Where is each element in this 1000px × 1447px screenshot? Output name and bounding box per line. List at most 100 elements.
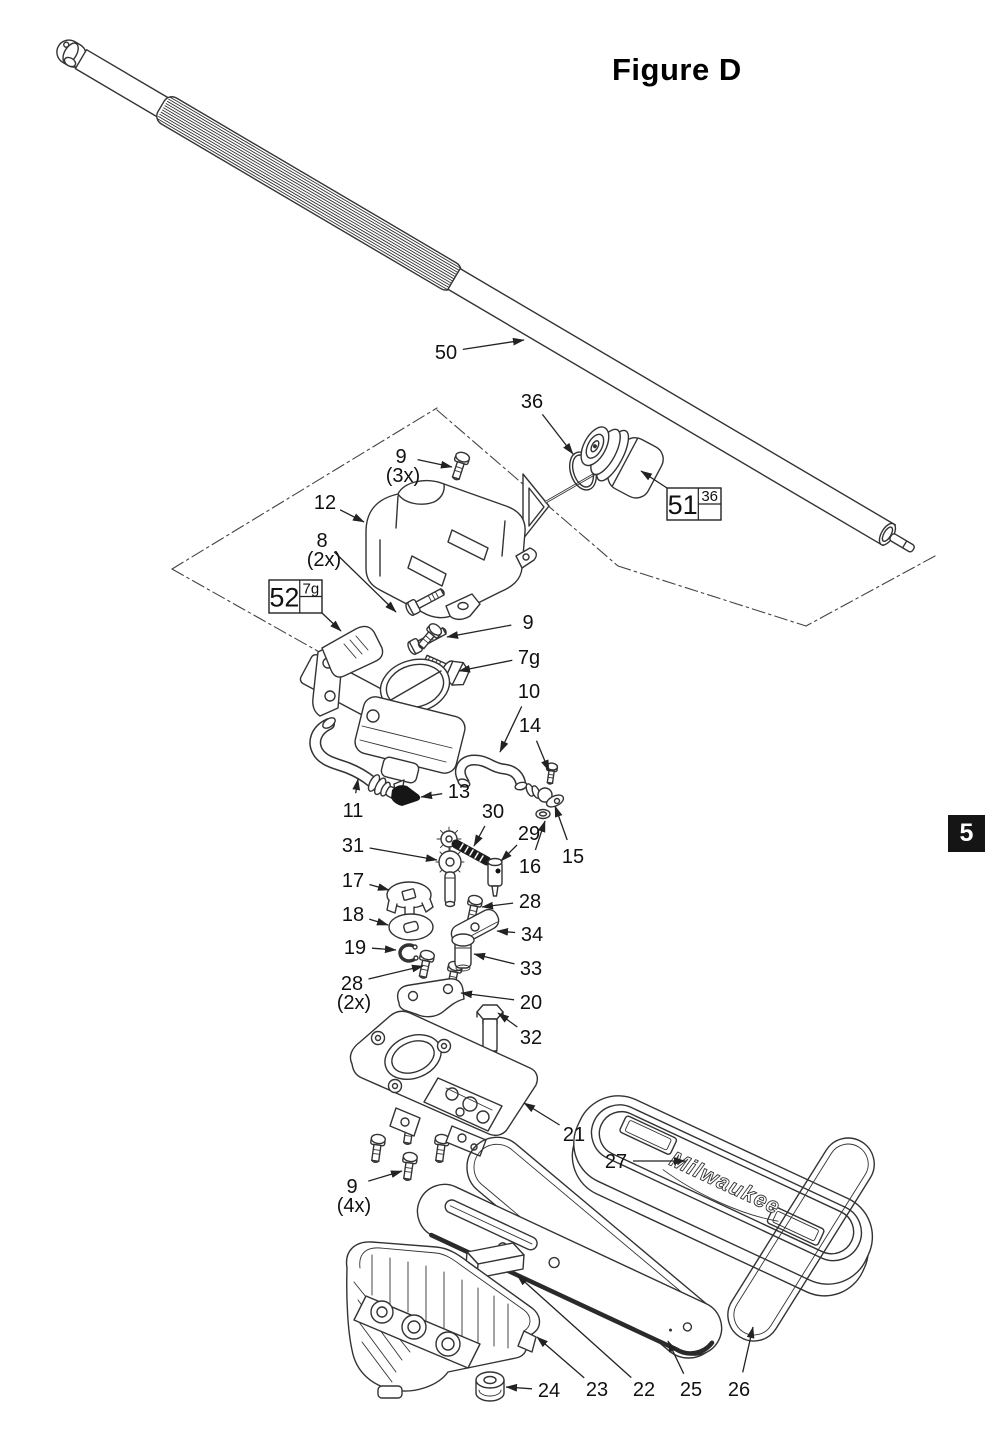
part-number-label: 8 xyxy=(316,530,327,552)
part-number-label: 25 xyxy=(680,1379,702,1401)
assembly-ref-label: 36 xyxy=(701,488,718,505)
callout-26-32: 26 xyxy=(728,1326,755,1401)
part-number-label: 34 xyxy=(521,924,543,946)
page-number-tab: 5 xyxy=(948,815,985,852)
assembly-ref-label: 7g xyxy=(303,581,320,598)
leader-line xyxy=(667,1340,685,1374)
callout-25-31: 25 xyxy=(667,1340,702,1401)
oiler-body xyxy=(452,934,474,971)
part-number-label: 26 xyxy=(728,1379,750,1401)
part-number-label: 31 xyxy=(342,835,364,857)
part-number-label: 28 xyxy=(341,973,363,995)
leader-line xyxy=(523,1102,560,1126)
part-number-label: 17 xyxy=(342,870,364,892)
part-number-label: 21 xyxy=(563,1124,585,1146)
saw-chain-outer xyxy=(718,1128,884,1351)
coupler xyxy=(572,416,668,503)
part-number-label: 22 xyxy=(633,1379,655,1401)
callout-32-24: 32 xyxy=(497,1012,542,1049)
guide-bar xyxy=(408,1176,730,1365)
part-qty-label: (3x) xyxy=(386,465,420,487)
part-number-label: 9 xyxy=(522,612,533,634)
mounting-plate xyxy=(350,1011,537,1156)
callout-24-28: 24 xyxy=(505,1380,560,1402)
bushing xyxy=(476,1372,504,1401)
part-number-label: 12 xyxy=(314,492,336,514)
callout-9-2: 9(3x) xyxy=(386,446,453,487)
leader-line xyxy=(458,659,513,673)
callout-19-20: 19 xyxy=(344,937,397,959)
leader-line xyxy=(500,844,518,862)
callout-17-16: 17 xyxy=(342,870,390,892)
callout-7g-6: 7g xyxy=(458,647,540,673)
part-number-label: 36 xyxy=(521,391,543,413)
pump-piston xyxy=(488,859,502,897)
leader-line xyxy=(481,901,514,910)
callout-36-1: 36 xyxy=(521,391,574,455)
leader-line xyxy=(534,820,546,851)
leader-line xyxy=(473,825,486,847)
callout-11-9: 11 xyxy=(343,778,364,822)
part-number-label: 16 xyxy=(519,856,541,878)
cup-washer xyxy=(387,882,433,918)
leader-line xyxy=(333,551,397,613)
leader-line xyxy=(505,1383,533,1392)
part-number-label: 9 xyxy=(395,446,406,468)
callout-14-8: 14 xyxy=(519,715,550,772)
callout-30-11: 30 xyxy=(473,801,504,847)
assembly-number-label: 51 xyxy=(668,490,698,520)
leader-line xyxy=(536,1336,585,1379)
callout-10-7: 10 xyxy=(499,681,540,753)
assembly-number-label: 52 xyxy=(269,583,299,613)
callout-8-4: 8(2x) xyxy=(307,530,397,613)
drive-pin xyxy=(889,533,915,553)
part-number-label: 7g xyxy=(518,647,540,669)
leader-line xyxy=(460,990,515,1001)
part-qty-label: (2x) xyxy=(337,992,371,1014)
callout-34-19: 34 xyxy=(496,924,543,946)
part-number-label: 20 xyxy=(520,992,542,1014)
callout-20-23: 20 xyxy=(460,990,542,1014)
leader-line xyxy=(541,414,574,455)
leader-line xyxy=(369,847,438,862)
part-number-label: 15 xyxy=(562,846,584,868)
leader-line xyxy=(497,1012,518,1028)
part-number-label: 27 xyxy=(605,1151,627,1173)
leader-line xyxy=(369,917,389,926)
leader-line xyxy=(417,458,453,469)
leader-line xyxy=(352,778,361,794)
part-number-label: 29 xyxy=(518,823,540,845)
callout-33-21: 33 xyxy=(473,952,542,980)
part-number-label: 32 xyxy=(520,1027,542,1049)
part-number-label: 9 xyxy=(346,1176,357,1198)
worm-gear xyxy=(436,848,464,907)
callout-31-13: 31 xyxy=(342,835,438,862)
part-number-label: 50 xyxy=(435,342,457,364)
callout-27-26: 27 xyxy=(605,1151,686,1173)
callout-21-25: 21 xyxy=(523,1102,585,1146)
part-number-label: 11 xyxy=(343,800,364,822)
flat-washer xyxy=(389,914,433,940)
part-number-label: 30 xyxy=(482,801,504,823)
leader-line xyxy=(371,945,397,954)
seal-washer xyxy=(536,810,550,819)
leader-line xyxy=(742,1326,755,1373)
callout-18-18: 18 xyxy=(342,904,389,926)
part-qty-label: (2x) xyxy=(307,549,341,571)
leader-line xyxy=(339,509,365,523)
guard-plate xyxy=(398,979,464,1017)
callout-15-15: 15 xyxy=(554,805,584,868)
callout-29-12: 29 xyxy=(500,823,540,862)
part-number-label: 24 xyxy=(538,1380,560,1402)
gear-housing-cover xyxy=(366,481,536,620)
callout-50-0: 50 xyxy=(435,337,525,364)
leader-line xyxy=(554,805,568,841)
leader-line xyxy=(535,740,550,772)
pole-shaft xyxy=(51,33,921,562)
leader-line xyxy=(516,1274,632,1379)
callout-23-29: 23 xyxy=(536,1336,608,1401)
callout-9-27: 9(4x) xyxy=(337,1170,403,1217)
